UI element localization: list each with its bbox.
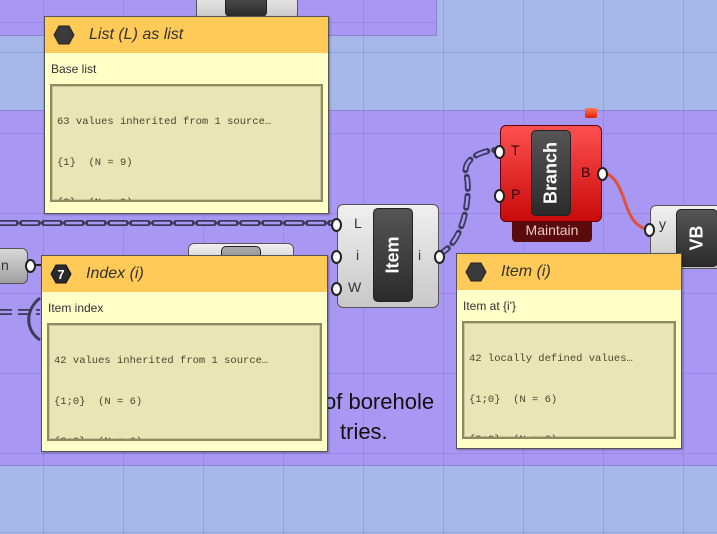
input-T[interactable]: T — [511, 142, 520, 158]
input-P[interactable]: P — [511, 186, 521, 202]
input-W[interactable]: W — [348, 279, 362, 295]
grip-out-i[interactable] — [434, 250, 445, 264]
grip-i[interactable] — [331, 250, 342, 264]
tooltip-index-values: 42 values inherited from 1 source… {1;0}… — [47, 323, 322, 441]
tooltip-item: Item (i) Item at {i'} 42 locally defined… — [456, 253, 682, 449]
grip-T[interactable] — [494, 145, 505, 159]
group-label: of borehole tries. — [324, 387, 434, 447]
output-i[interactable]: i — [418, 247, 422, 263]
grip-y[interactable] — [644, 223, 655, 237]
warning-flag-icon[interactable] — [585, 108, 597, 118]
hexagon-number-icon: 7 — [50, 264, 72, 284]
input-i[interactable]: i — [356, 247, 360, 263]
tooltip-item-title: Item (i) — [501, 263, 551, 280]
group-label-line-1: of borehole — [324, 389, 435, 414]
tooltip-list: List (L) as list Base list 63 values inh… — [44, 16, 329, 214]
wire-branch-to-vb[interactable] — [605, 171, 651, 232]
tooltip-list-header: List (L) as list — [45, 17, 328, 53]
vb-core: VB — [676, 209, 717, 267]
grip-P[interactable] — [494, 189, 505, 203]
input-L[interactable]: L — [354, 215, 362, 231]
grip-B[interactable] — [597, 167, 608, 181]
component-left-partial[interactable]: n — [0, 248, 28, 284]
grip-W[interactable] — [331, 282, 342, 296]
grip-L[interactable] — [331, 218, 342, 232]
svg-text:7: 7 — [57, 267, 64, 282]
tooltip-item-description: Item at {i'} — [463, 299, 516, 313]
tooltip-index-header: 7 Index (i) — [42, 256, 327, 292]
tooltip-list-title: List (L) as list — [89, 26, 184, 43]
hexagon-icon — [465, 262, 487, 282]
output-grip-left[interactable] — [25, 259, 36, 273]
tooltip-index-title: Index (i) — [86, 265, 144, 282]
branch-core: Branch — [531, 130, 571, 216]
wire-item-to-branch-inner — [437, 148, 499, 257]
tooltip-item-header: Item (i) — [457, 254, 681, 290]
list-item-component[interactable]: Item L i W i — [337, 204, 439, 308]
tooltip-item-values: 42 locally defined values… {1;0} (N = 6)… — [462, 321, 676, 439]
input-y[interactable]: y — [659, 216, 666, 232]
tooltip-list-values: 63 values inherited from 1 source… {1} (… — [50, 84, 323, 202]
branch-footer-label: Maintain — [525, 222, 579, 238]
branch-component[interactable]: Branch T P B — [500, 125, 602, 222]
tooltip-index: 7 Index (i) Item index 42 values inherit… — [41, 255, 328, 452]
tooltip-index-description: Item index — [48, 301, 104, 315]
component-top-core — [225, 0, 267, 17]
output-B[interactable]: B — [581, 164, 591, 180]
hexagon-icon — [53, 25, 75, 45]
list-item-core: Item — [373, 208, 413, 302]
wire-left-curve[interactable] — [27, 296, 42, 342]
group-label-line-2: tries. — [340, 419, 388, 444]
tooltip-list-description: Base list — [51, 62, 97, 76]
